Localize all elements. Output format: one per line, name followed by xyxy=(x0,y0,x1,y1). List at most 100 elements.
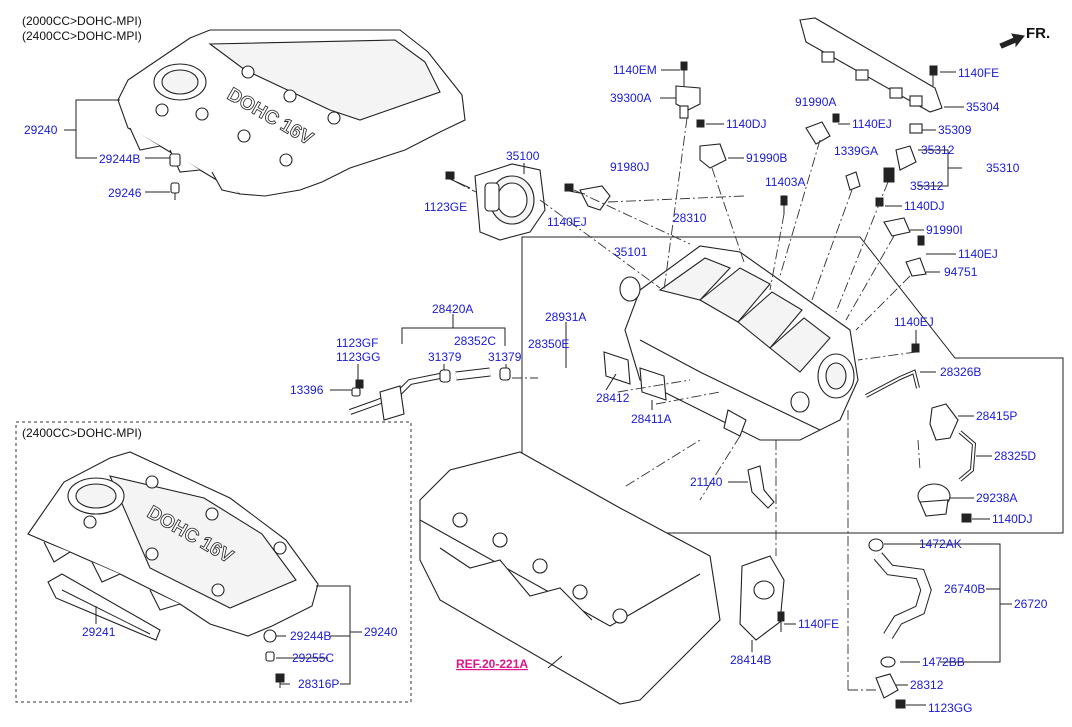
sensor-39300a xyxy=(675,61,701,119)
part-label-91990i[interactable]: 91990I xyxy=(926,223,963,237)
variant-2400cc-box xyxy=(15,421,412,703)
part-label-1140fe-a[interactable]: 1140FE xyxy=(958,66,999,80)
part-label-91990a[interactable]: 91990A xyxy=(795,95,836,109)
part-label-28415p[interactable]: 28415P xyxy=(976,409,1017,423)
front-direction-arrow xyxy=(999,33,1025,49)
part-label-1472bb[interactable]: 1472BB xyxy=(922,655,965,669)
part-label-26720[interactable]: 26720 xyxy=(1014,597,1048,611)
sensor-21140 xyxy=(747,465,775,509)
part-label-35101[interactable]: 35101 xyxy=(614,245,648,259)
hose-28931a xyxy=(531,372,627,487)
part-label-29244b-top[interactable]: 29244B xyxy=(99,152,140,166)
part-label-28316p[interactable]: 28316P xyxy=(298,677,339,691)
assembly-lines xyxy=(455,117,921,691)
gasket-28412 xyxy=(603,351,631,385)
part-label-28325d[interactable]: 28325D xyxy=(994,449,1036,463)
part-label-29241[interactable]: 29241 xyxy=(82,625,116,639)
variant-note-line2: (2400CC>DOHC-MPI) xyxy=(22,29,142,43)
bracket-91980j xyxy=(564,183,611,211)
part-label-29255c[interactable]: 29255C xyxy=(292,651,334,665)
part-label-1140dj-a[interactable]: 1140DJ xyxy=(726,117,766,131)
cylinder-head xyxy=(419,451,721,705)
reference-link-20-221a[interactable]: REF.20-221A xyxy=(456,657,528,671)
part-label-28352c[interactable]: 28352C xyxy=(454,334,496,348)
grommet-29244b-bottom xyxy=(263,629,285,688)
part-label-21140[interactable]: 21140 xyxy=(690,475,723,489)
engine-cover-top: DOHC 16V xyxy=(117,29,466,197)
leader-lines xyxy=(64,69,1012,706)
part-label-28326b[interactable]: 28326B xyxy=(940,365,981,379)
part-label-91980j[interactable]: 91980J xyxy=(610,160,649,174)
part-label-39300a[interactable]: 39300A xyxy=(610,91,651,105)
part-label-28310[interactable]: 28310 xyxy=(673,211,707,225)
hose-28325d xyxy=(958,430,977,482)
part-label-29238a[interactable]: 29238A xyxy=(976,491,1017,505)
part-label-28411a[interactable]: 28411A xyxy=(631,412,671,426)
valve-28415p xyxy=(911,343,959,441)
part-label-29246[interactable]: 29246 xyxy=(108,186,142,200)
variant-box-title: (2400CC>DOHC-MPI) xyxy=(22,426,142,440)
part-label-1140ej-b[interactable]: 1140EJ xyxy=(852,117,892,131)
part-label-1140ej-a[interactable]: 1140EJ xyxy=(547,215,587,229)
part-label-35100[interactable]: 35100 xyxy=(506,149,540,163)
engine-cover-bottom: DOHC 16V xyxy=(27,451,319,637)
part-label-35310[interactable]: 35310 xyxy=(986,161,1020,175)
part-label-31379-a[interactable]: 31379 xyxy=(428,350,462,364)
clip-1339ga xyxy=(845,171,861,191)
part-label-31379-b[interactable]: 31379 xyxy=(488,350,522,364)
bracket-29241 xyxy=(47,573,161,641)
part-label-1140dj-c[interactable]: 1140DJ xyxy=(992,512,1032,526)
grommet-29244b-top xyxy=(169,153,181,200)
fuel-rail-35304 xyxy=(799,17,943,113)
part-label-28350e[interactable]: 28350E xyxy=(528,337,569,351)
part-label-28312[interactable]: 28312 xyxy=(910,678,944,692)
actuator-29238a xyxy=(917,483,972,523)
part-label-1123gf[interactable]: 1123GF xyxy=(336,336,378,350)
bolt-1123ge xyxy=(445,171,471,189)
part-label-35304[interactable]: 35304 xyxy=(966,100,1000,114)
part-label-35312-a[interactable]: 35312 xyxy=(921,143,955,157)
part-label-1123gg-b[interactable]: 1123GG xyxy=(928,701,972,715)
pipe-assembly-28420a xyxy=(348,367,511,421)
part-label-1140dj-b[interactable]: 1140DJ xyxy=(904,199,944,213)
part-label-1140em[interactable]: 1140EM xyxy=(613,63,657,77)
bracket-91990i xyxy=(875,197,925,246)
intake-manifold-28310 xyxy=(624,245,859,441)
bracket-28414b xyxy=(739,555,785,641)
part-label-1472ak[interactable]: 1472AK xyxy=(919,537,962,551)
part-label-1140ej-c[interactable]: 1140EJ xyxy=(958,247,998,261)
part-label-28412[interactable]: 28412 xyxy=(596,391,630,405)
part-label-13396[interactable]: 13396 xyxy=(290,383,324,397)
part-label-29244b-bottom[interactable]: 29244B xyxy=(290,629,331,643)
part-label-1339ga[interactable]: 1339GA xyxy=(834,144,878,158)
bracket-91990a xyxy=(805,113,840,145)
part-label-35312-b[interactable]: 35312 xyxy=(910,179,944,193)
stud-11403a xyxy=(780,195,788,214)
part-label-28931a[interactable]: 28931A xyxy=(545,310,586,324)
part-label-1123ge[interactable]: 1123GE xyxy=(424,200,467,214)
part-label-91990b[interactable]: 91990B xyxy=(746,151,787,165)
gasket-28411a xyxy=(639,367,667,401)
part-label-1140ej-d[interactable]: 1140EJ xyxy=(894,315,934,329)
part-label-11403a[interactable]: 11403A xyxy=(765,175,805,189)
throttle-body xyxy=(474,163,546,241)
part-label-29240-top[interactable]: 29240 xyxy=(24,123,58,137)
part-label-35309[interactable]: 35309 xyxy=(938,123,972,137)
part-label-1140fe-b[interactable]: 1140FE xyxy=(798,617,839,631)
bracket-91990b xyxy=(696,119,727,169)
oring-35101 xyxy=(619,276,641,302)
hose-28326b xyxy=(865,369,920,398)
part-label-1123gg-a[interactable]: 1123GG xyxy=(336,350,380,364)
part-label-94751[interactable]: 94751 xyxy=(944,265,978,279)
front-direction-label: FR. xyxy=(1026,25,1050,42)
variant-note-line1: (2000CC>DOHC-MPI) xyxy=(22,14,142,28)
part-label-28420a[interactable]: 28420A xyxy=(432,302,473,316)
bracket-94751 xyxy=(905,257,927,277)
part-label-29240-bottom[interactable]: 29240 xyxy=(364,625,398,639)
hose-assembly-26720 xyxy=(868,538,932,709)
injector-35310 xyxy=(883,123,923,183)
part-label-28414b[interactable]: 28414B xyxy=(730,653,771,667)
part-label-26740b[interactable]: 26740B xyxy=(944,582,985,596)
